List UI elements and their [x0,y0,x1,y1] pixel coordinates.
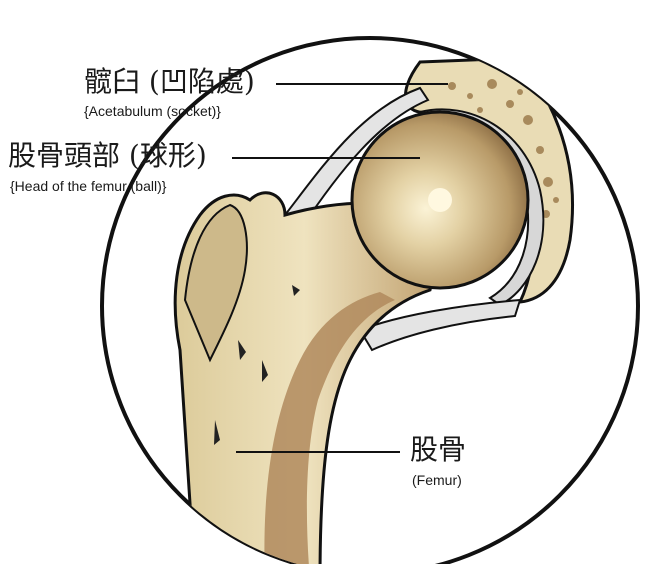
femoral-head-label: 股骨頭部 (球形) [8,140,207,172]
acetabulum-label: 髋臼 (凹陷處) [84,66,255,98]
acetabulum-label-en: {Acetabulum (socket)} [84,103,221,119]
femoral-head-highlight [428,188,452,212]
femur-label: 股骨 [410,434,466,466]
femoral-head-label-en: {Head of the femur (ball)} [10,178,166,194]
femur-label-en: (Femur) [412,472,462,488]
